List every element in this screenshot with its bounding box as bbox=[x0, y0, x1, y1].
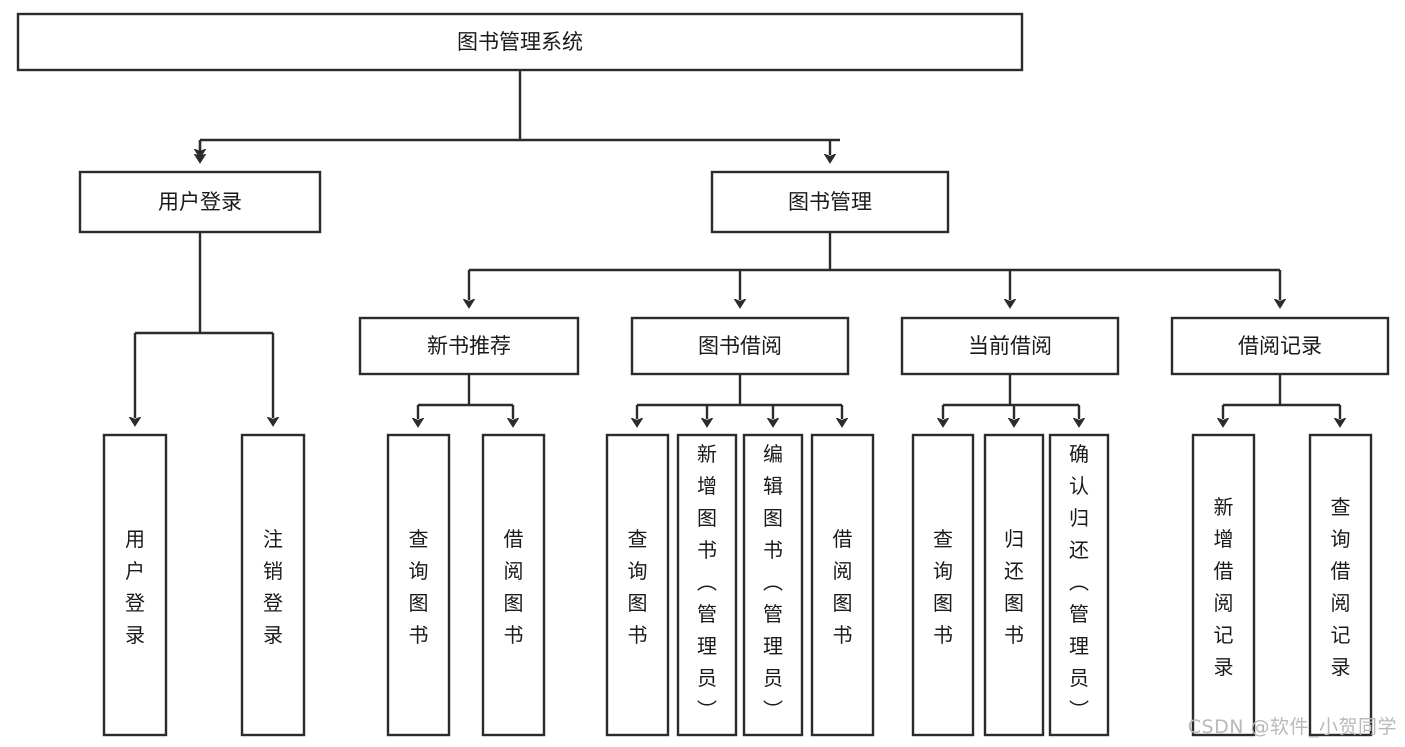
node-leaf-query-book-rec-label: 查询图书 bbox=[409, 527, 429, 647]
node-leaf-edit-book-admin-label: 编辑图书︵管理员︶ bbox=[763, 442, 783, 722]
connector-group-book-management bbox=[469, 232, 1280, 300]
node-leaf-add-book-admin-label: 新增图书︵管理员︶ bbox=[697, 442, 717, 722]
node-leaf-edit-book-admin-box[interactable] bbox=[742, 433, 804, 737]
node-borrow-record-label: 借阅记录 bbox=[1238, 334, 1322, 358]
node-leaf-query-borrow-record[interactable]: 查询借阅记录 bbox=[1308, 433, 1373, 737]
node-leaf-query-book-rec[interactable]: 查询图书 bbox=[386, 433, 451, 737]
node-book-management[interactable]: 图书管理 bbox=[710, 170, 950, 234]
node-leaf-borrow-book-box[interactable] bbox=[810, 433, 875, 737]
connector-group-user-login bbox=[135, 232, 273, 418]
node-new-book-recommend[interactable]: 新书推荐 bbox=[358, 316, 580, 376]
node-current-borrow-box[interactable] bbox=[900, 316, 1120, 376]
node-leaf-query-book-cur-label: 查询图书 bbox=[933, 527, 953, 647]
node-leaf-add-book-admin-box[interactable] bbox=[676, 433, 738, 737]
node-new-book-recommend-box[interactable] bbox=[358, 316, 580, 376]
connector-group-book-borrow bbox=[637, 374, 842, 419]
node-leaf-confirm-return-admin-box[interactable] bbox=[1048, 433, 1110, 737]
node-current-borrow[interactable]: 当前借阅 bbox=[900, 316, 1120, 376]
watermark-label: CSDN @软件_小贺同学 bbox=[1187, 716, 1397, 738]
connector-group-borrow-record bbox=[1223, 374, 1340, 419]
node-leaf-user-login[interactable]: 用户登录 bbox=[102, 433, 168, 737]
node-leaf-return-book-label: 归还图书 bbox=[1004, 527, 1024, 647]
node-leaf-confirm-return-admin[interactable]: 确认归还︵管理员︶ bbox=[1048, 433, 1110, 737]
node-leaf-confirm-return-admin-label: 确认归还︵管理员︶ bbox=[1069, 442, 1089, 722]
node-leaf-borrow-book[interactable]: 借阅图书 bbox=[810, 433, 875, 737]
node-user-login[interactable]: 用户登录 bbox=[78, 170, 322, 234]
node-leaf-user-login-label: 用户登录 bbox=[125, 527, 145, 647]
node-leaf-borrow-book-rec-box[interactable] bbox=[481, 433, 546, 737]
leaf-node-layer: 用户登录 注销登录 查询图书 借阅图书 查询图书 新增图书︵管理员︶ 编辑图书︵管理员︶ 借阅… bbox=[102, 433, 1373, 737]
node-book-borrow-box[interactable] bbox=[630, 316, 850, 376]
node-leaf-borrow-book-label: 借阅图书 bbox=[833, 527, 853, 647]
node-root[interactable]: 图书管理系统 bbox=[16, 12, 1024, 72]
node-book-borrow-label: 图书借阅 bbox=[698, 334, 782, 358]
node-leaf-query-borrow-record-box[interactable] bbox=[1308, 433, 1373, 737]
node-user-login-label: 用户登录 bbox=[158, 190, 242, 214]
node-root-label: 图书管理系统 bbox=[457, 30, 583, 54]
node-leaf-query-book-rec-box[interactable] bbox=[386, 433, 451, 737]
node-leaf-user-logout-box[interactable] bbox=[240, 433, 306, 737]
connector-group-new-book-recommend bbox=[418, 374, 513, 419]
node-leaf-borrow-book-rec[interactable]: 借阅图书 bbox=[481, 433, 546, 737]
node-leaf-query-book-borrow[interactable]: 查询图书 bbox=[605, 433, 670, 737]
connector-group-current-borrow bbox=[943, 374, 1079, 419]
node-leaf-add-borrow-record-box[interactable] bbox=[1191, 433, 1256, 737]
node-leaf-user-logout[interactable]: 注销登录 bbox=[240, 433, 306, 737]
node-leaf-user-logout-label: 注销登录 bbox=[263, 527, 283, 647]
node-leaf-add-borrow-record-label: 新增借阅记录 bbox=[1214, 495, 1234, 679]
node-user-login-box[interactable] bbox=[78, 170, 322, 234]
node-root-box[interactable] bbox=[16, 12, 1024, 72]
node-leaf-add-borrow-record[interactable]: 新增借阅记录 bbox=[1191, 433, 1256, 737]
node-leaf-return-book-box[interactable] bbox=[983, 433, 1045, 737]
node-leaf-query-book-cur-box[interactable] bbox=[911, 433, 975, 737]
node-leaf-return-book[interactable]: 归还图书 bbox=[983, 433, 1045, 737]
node-leaf-query-borrow-record-label: 查询借阅记录 bbox=[1331, 495, 1351, 679]
node-book-borrow[interactable]: 图书借阅 bbox=[630, 316, 850, 376]
node-leaf-query-book-borrow-box[interactable] bbox=[605, 433, 670, 737]
node-leaf-edit-book-admin[interactable]: 编辑图书︵管理员︶ bbox=[742, 433, 804, 737]
connector-group-root bbox=[200, 70, 840, 155]
node-leaf-borrow-book-rec-label: 借阅图书 bbox=[504, 527, 524, 647]
node-leaf-user-login-box[interactable] bbox=[102, 433, 168, 737]
node-book-management-label: 图书管理 bbox=[788, 190, 872, 214]
node-new-book-recommend-label: 新书推荐 bbox=[427, 334, 511, 358]
node-borrow-record-box[interactable] bbox=[1170, 316, 1390, 376]
node-borrow-record[interactable]: 借阅记录 bbox=[1170, 316, 1390, 376]
node-leaf-query-book-cur[interactable]: 查询图书 bbox=[911, 433, 975, 737]
node-current-borrow-label: 当前借阅 bbox=[968, 334, 1052, 358]
node-book-management-box[interactable] bbox=[710, 170, 950, 234]
node-leaf-query-book-borrow-label: 查询图书 bbox=[628, 527, 648, 647]
node-leaf-add-book-admin[interactable]: 新增图书︵管理员︶ bbox=[676, 433, 738, 737]
